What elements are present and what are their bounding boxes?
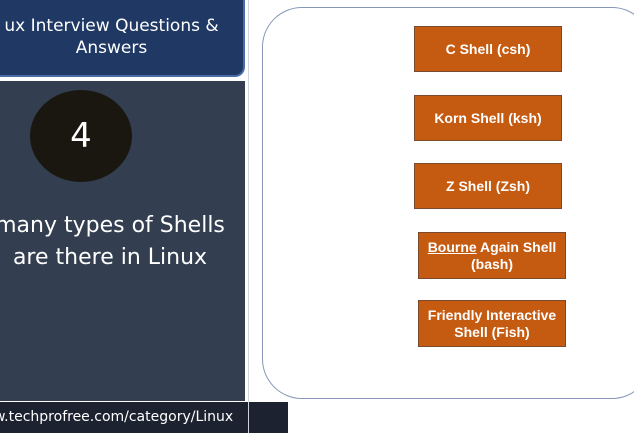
shell-label-line-1: Friendly Interactive [427,306,557,323]
website-url-bar: w.techprofree.com/category/Linux [0,402,288,433]
shell-box-bash: Bourne Again Shell (bash) [418,232,566,279]
shell-label: Z Shell (Zsh) [446,177,530,194]
shell-label-line-1: Bourne Again Shell [428,239,557,256]
question-number-badge: 4 [30,90,132,182]
divider [248,0,249,433]
question-line-2: are there in Linux [12,245,208,270]
shell-label-line-2: Shell (Fish) [454,323,530,340]
shell-label-underlined: Bourne [427,238,477,255]
shell-box-fish: Friendly Interactive Shell (Fish) [418,300,566,347]
question-text: many types of Shells are there in Linux [0,210,260,274]
title-banner: ux Interview Questions & Answers [0,0,245,77]
title-line-1: ux Interview Questions & [4,16,219,36]
shell-label: C Shell (csh) [445,40,531,57]
shell-label: Korn Shell (ksh) [434,109,542,126]
shell-box-ksh: Korn Shell (ksh) [414,95,562,141]
shell-box-zsh: Z Shell (Zsh) [414,163,562,209]
shell-label-line-2: (bash) [471,255,513,272]
shell-box-csh: C Shell (csh) [414,26,562,72]
shell-label-rest: Again Shell [476,238,557,255]
question-line-1: many types of Shells [0,213,225,238]
title-line-2: Answers [75,38,148,58]
